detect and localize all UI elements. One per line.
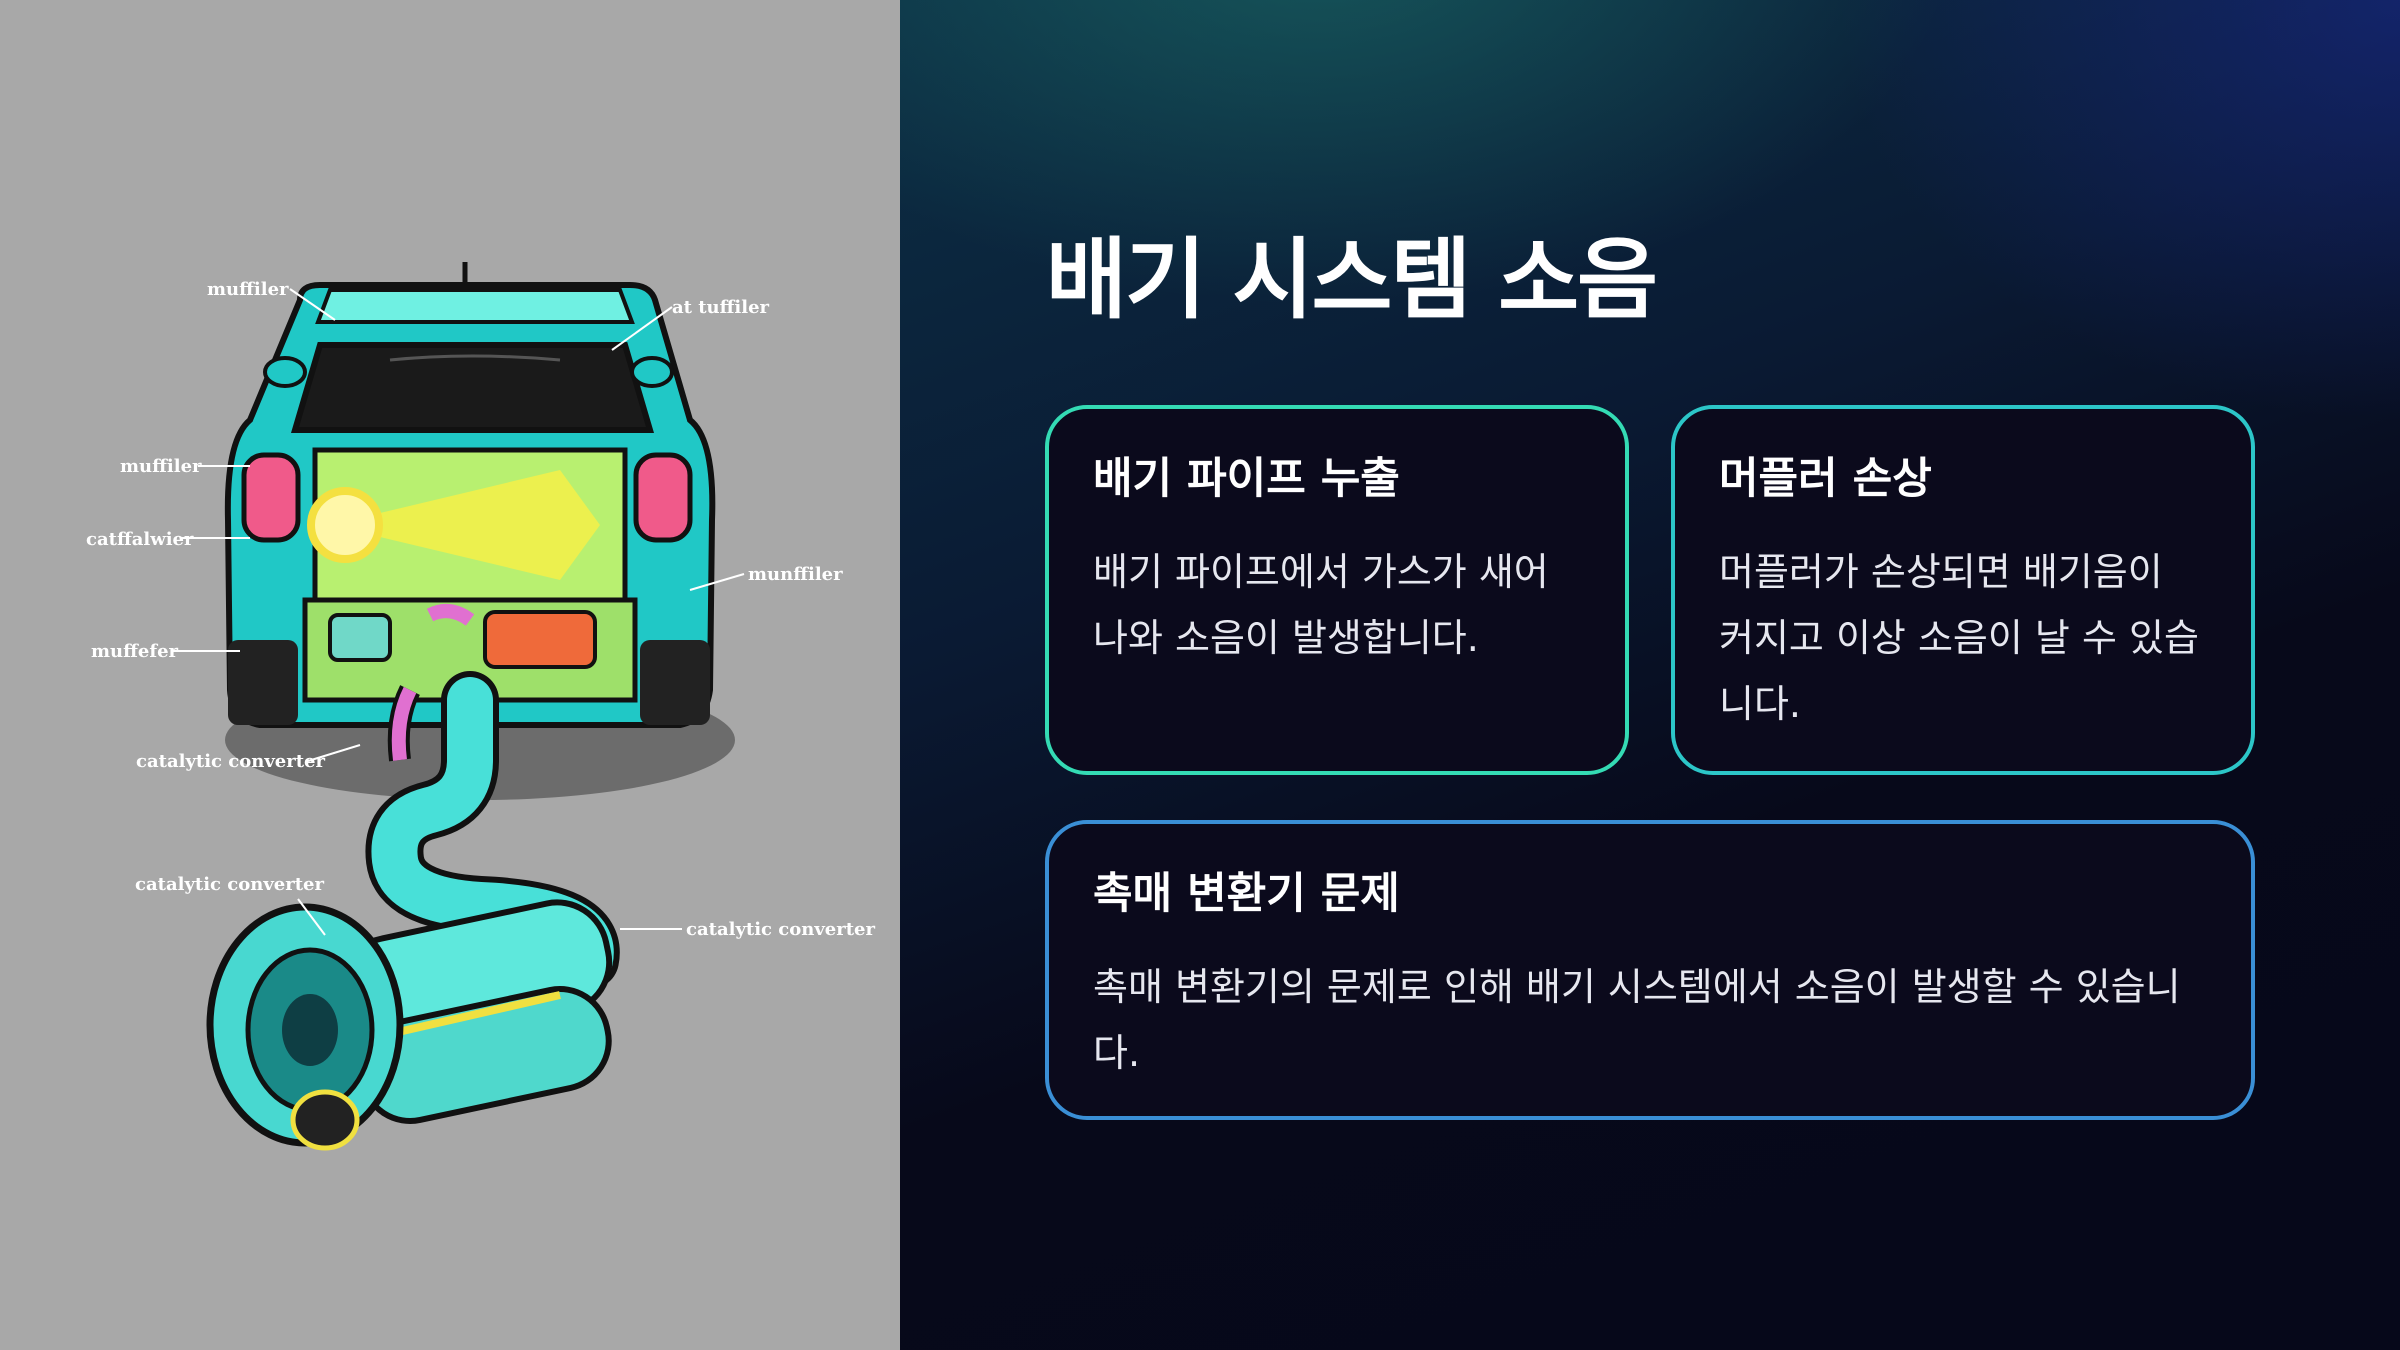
label-tuffiler: at tuffiler xyxy=(672,297,770,318)
card-body: 촉매 변환기의 문제로 인해 배기 시스템에서 소음이 발생할 수 있습니다. xyxy=(1093,965,2181,1075)
mirror-right xyxy=(630,356,674,388)
light-burst xyxy=(307,487,383,563)
card-body: 머플러가 손상되면 배기음이 커지고 이상 소음이 날 수 있습니다. xyxy=(1719,550,2199,726)
mirror-left xyxy=(263,356,307,388)
card-title: 머플러 손상 xyxy=(1719,454,1932,504)
label-muffler-left: muffiler xyxy=(120,456,202,477)
card-exhaust-pipe-leak: 배기 파이프 누출 배기 파이프에서 가스가 새어 나와 소음이 발생합니다. xyxy=(1045,405,1629,775)
wheel-left xyxy=(228,640,298,725)
card-muffler-damage: 머플러 손상 머플러가 손상되면 배기음이 커지고 이상 소음이 날 수 있습니… xyxy=(1671,405,2255,775)
engine-part xyxy=(483,610,597,669)
tail-light-right xyxy=(633,452,693,543)
tailpipe-tip xyxy=(290,1089,360,1151)
car-exhaust-illustration: muffiler at tuffiler muffiler catffalwie… xyxy=(86,262,875,1151)
label-catffalwier: catffalwier xyxy=(86,529,194,550)
car-roof xyxy=(315,288,635,324)
label-muffefer: muffefer xyxy=(91,641,179,662)
page-title: 배기 시스템 소음 xyxy=(1046,228,1658,331)
rear-window xyxy=(290,342,655,433)
label-catalytic-converter-2: catalytic converter xyxy=(135,874,324,895)
card-title: 배기 파이프 누출 xyxy=(1093,454,1400,504)
label-muffler-top: muffiler xyxy=(207,279,289,300)
label-munffiler: munffiler xyxy=(748,564,843,585)
card-catalytic-converter-issue: 촉매 변환기 문제 촉매 변환기의 문제로 인해 배기 시스템에서 소음이 발생… xyxy=(1045,820,2255,1120)
label-catalytic-converter-3: catalytic converter xyxy=(686,919,875,940)
wheel-right xyxy=(640,640,710,725)
content-panel: 배기 시스템 소음 배기 파이프 누출 배기 파이프에서 가스가 새어 나와 소… xyxy=(900,0,2400,1350)
label-catalytic-converter-1: catalytic converter xyxy=(136,751,325,772)
tail-light-left xyxy=(241,452,301,543)
illustration-panel: muffiler at tuffiler muffiler catffalwie… xyxy=(0,0,900,1350)
card-body: 배기 파이프에서 가스가 새어 나와 소음이 발생합니다. xyxy=(1093,550,1549,660)
card-title: 촉매 변환기 문제 xyxy=(1093,869,1400,919)
